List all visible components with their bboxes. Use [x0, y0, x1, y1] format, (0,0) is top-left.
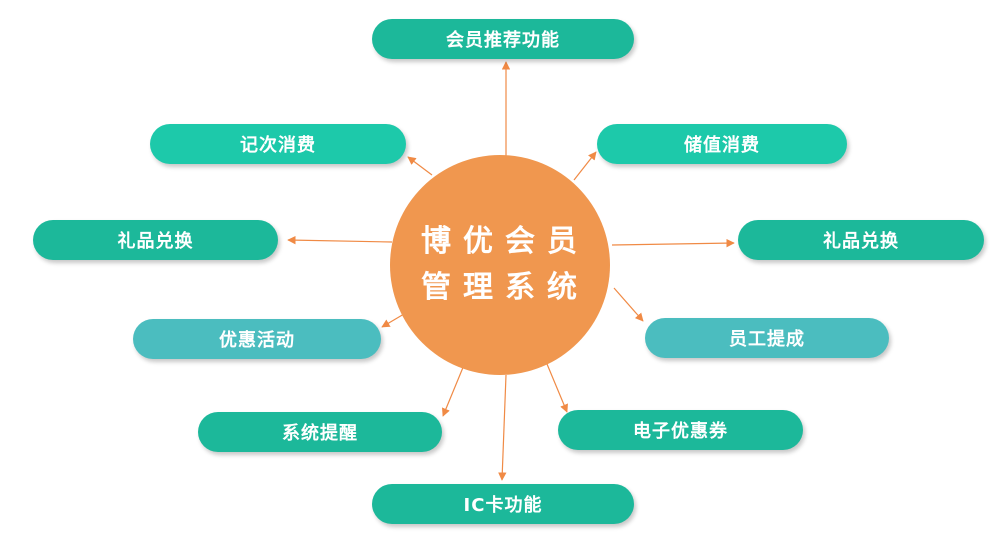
node-stored-consume[interactable]: 储值消费	[597, 124, 847, 164]
node-system-reminder[interactable]: 系统提醒	[198, 412, 442, 452]
arrow-ic-card	[498, 374, 507, 481]
node-e-coupon[interactable]: 电子优惠券	[558, 410, 803, 450]
node-staff-commission[interactable]: 员工提成	[645, 318, 889, 358]
center-title-line1: 博优会员	[421, 224, 589, 259]
node-gift-exchange-right[interactable]: 礼品兑换	[738, 220, 984, 260]
node-ic-card[interactable]: IC卡功能	[372, 484, 634, 524]
node-promo-activity[interactable]: 优惠活动	[133, 319, 381, 359]
arrow-promo-activity	[381, 313, 405, 328]
arrow-staff-commission	[613, 287, 644, 322]
arrow-gift-exchange-right	[611, 238, 735, 248]
arrow-e-coupon	[546, 363, 568, 413]
center-hub: 博优会员 管理系统	[390, 155, 610, 375]
arrow-stored-consume	[573, 151, 597, 181]
node-member-recommend[interactable]: 会员推荐功能	[372, 19, 634, 59]
center-title-line2: 管理系统	[421, 270, 589, 305]
arrow-system-reminder	[441, 364, 465, 417]
node-count-consume[interactable]: 记次消费	[150, 124, 406, 164]
node-gift-exchange-left[interactable]: 礼品兑换	[33, 220, 278, 260]
arrow-count-consume	[407, 156, 433, 176]
arrow-gift-exchange-left	[287, 235, 393, 245]
